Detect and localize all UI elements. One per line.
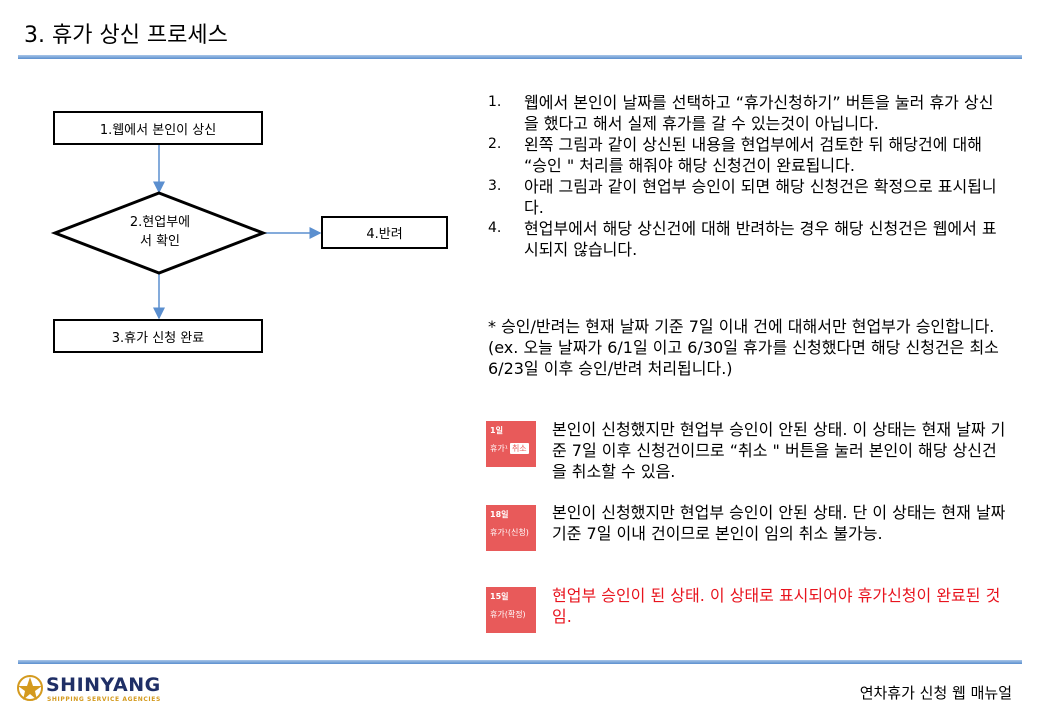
list-item: 2. 왼쪽 그림과 같이 상신된 내용을 현업부에서 검토한 뒤 해당건에 대해…	[488, 134, 1008, 176]
list-item-text: 현업부에서 해당 상신건에 대해 반려하는 경우 해당 신청건은 웹에서 표시되…	[524, 219, 997, 259]
process-steps-list: 1. 웹에서 본인이 날짜를 선택하고 “휴가신청하기” 버튼을 눌러 휴가 상…	[488, 92, 1008, 260]
list-item: 3. 아래 그림과 같이 현업부 승인이 되면 해당 신청건은 확정으로 표시됩…	[488, 176, 1008, 218]
flow-step-review-line-2: 서 확인	[139, 234, 180, 249]
status-description-confirmed: 현업부 승인이 된 상태. 이 상태로 표시되어야 휴가신청이 완료된 것임.	[552, 586, 1001, 626]
list-item: 1. 웹에서 본인이 날짜를 선택하고 “휴가신청하기” 버튼을 눌러 휴가 상…	[488, 92, 1008, 134]
list-item-number: 1.	[488, 94, 502, 110]
badge-day: 1일	[490, 426, 503, 435]
flow-step-reject-label: 4.반려	[366, 227, 403, 242]
list-item-text: 아래 그림과 같이 현업부 승인이 되면 해당 신청건은 확정으로 표시됩니다.	[524, 177, 997, 217]
approval-note: * 승인/반려는 현재 날짜 기준 7일 이내 건에 대해서만 현업부가 승인합…	[488, 317, 999, 378]
flow-step-review: 2.현업부에 서 확인	[110, 213, 210, 251]
status-description-pending-locked: 본인이 신청했지만 현업부 승인이 안된 상태. 단 이 상태는 현재 날짜 기…	[552, 503, 1006, 543]
flow-step-submit: 1.웹에서 본인이 상신	[53, 111, 263, 145]
list-item-number: 3.	[488, 178, 502, 194]
company-logo-wordmark: SHINYANG	[46, 674, 161, 696]
list-item-number: 2.	[488, 136, 502, 152]
list-item: 4. 현업부에서 해당 상신건에 대해 반려하는 경우 해당 신청건은 웹에서 …	[488, 218, 1008, 260]
header-divider	[18, 55, 1022, 59]
status-badge-confirmed: 15일 휴가(확정)	[486, 587, 536, 633]
badge-label: 휴가¹(신청)	[490, 528, 529, 537]
footer-divider	[18, 660, 1022, 664]
flow-step-complete: 3.휴가 신청 완료	[53, 319, 263, 353]
flow-step-reject: 4.반려	[321, 216, 448, 249]
company-logo-icon	[17, 675, 43, 701]
list-item-number: 4.	[488, 220, 502, 236]
status-badge-pending-locked: 18일 휴가¹(신청)	[486, 505, 536, 551]
manual-title: 연차휴가 신청 웹 매뉴얼	[859, 684, 1012, 702]
badge-label: 휴가(확정)	[490, 610, 526, 619]
list-item-text: 왼쪽 그림과 같이 상신된 내용을 현업부에서 검토한 뒤 해당건에 대해 “승…	[524, 135, 982, 175]
page-title: 3. 휴가 상신 프로세스	[24, 23, 228, 48]
flow-step-complete-label: 3.휴가 신청 완료	[111, 330, 205, 346]
badge-day: 15일	[490, 592, 509, 601]
status-description-pending-cancelable: 본인이 신청했지만 현업부 승인이 안된 상태. 이 상태는 현재 날짜 기준 …	[552, 420, 1006, 481]
badge-label: 휴가¹	[490, 444, 508, 453]
flow-step-review-line-1: 2.현업부에	[129, 215, 191, 230]
cancel-button[interactable]: 취소	[509, 443, 529, 454]
decision-diamond	[50, 191, 268, 275]
flow-step-submit-label: 1.웹에서 본인이 상신	[99, 122, 217, 138]
list-item-text: 웹에서 본인이 날짜를 선택하고 “휴가신청하기” 버튼을 눌러 휴가 상신을 …	[524, 93, 994, 133]
badge-day: 18일	[490, 510, 509, 519]
company-logo-tagline: SHIPPING SERVICE AGENCIES	[47, 696, 161, 703]
